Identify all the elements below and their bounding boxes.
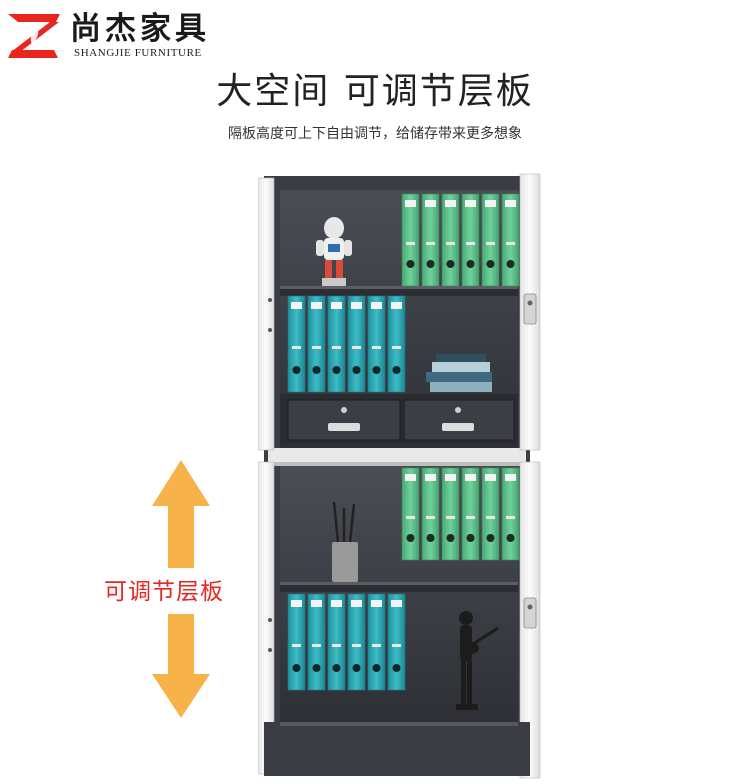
arrow-up-icon — [152, 460, 210, 568]
zj-monogram-logo — [8, 14, 60, 58]
brand-name-en: SHANGJIE FURNITURE — [74, 47, 202, 59]
page-headline: 大空间 可调节层板 — [216, 71, 534, 112]
page-subline: 隔板高度可上下自由调节，给储存带来更多想象 — [228, 126, 522, 142]
brand-name-cn: 尚杰家具 — [70, 11, 210, 47]
adjustable-shelf-label: 可调节层板 — [104, 579, 224, 605]
file-cabinet-image — [258, 173, 541, 779]
arrow-down-icon — [152, 614, 210, 718]
